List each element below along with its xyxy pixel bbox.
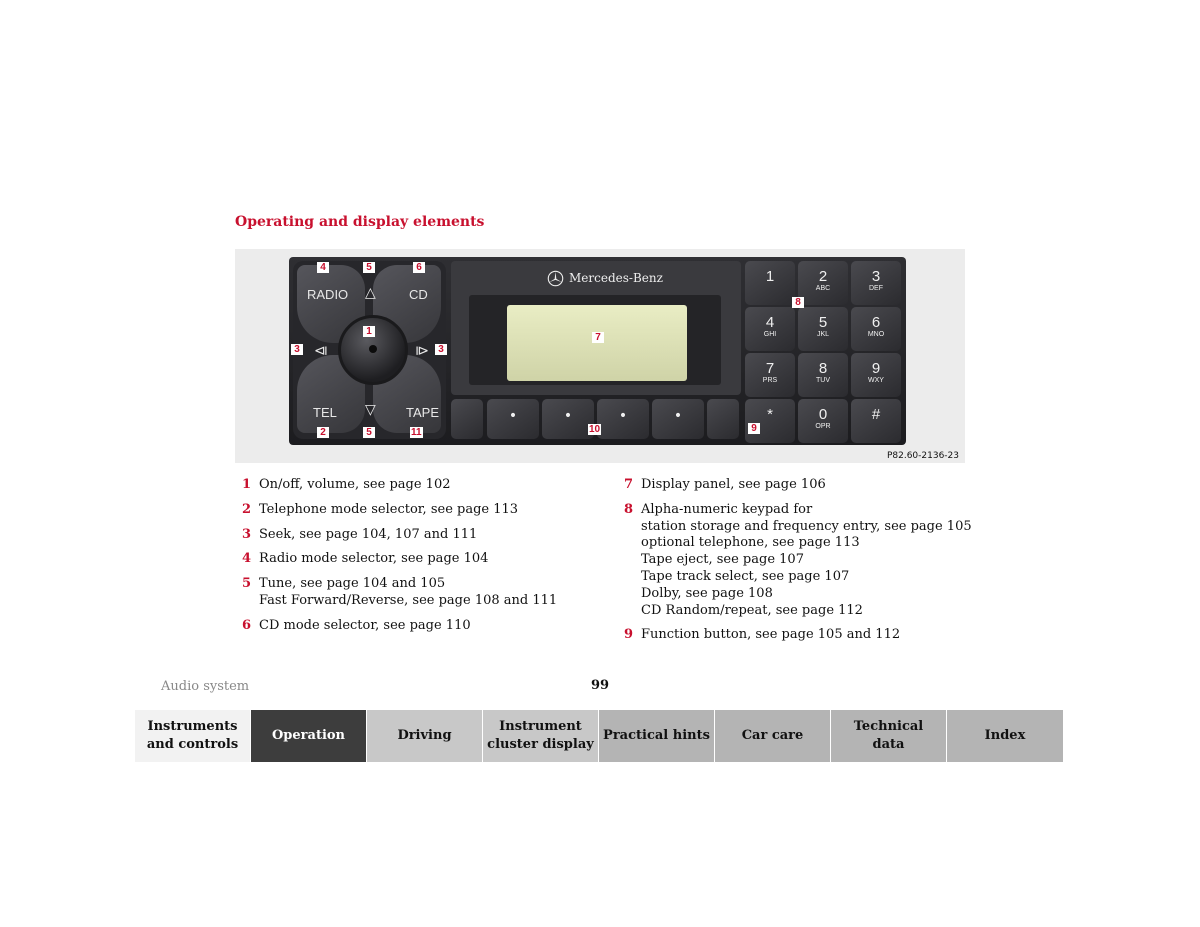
lcd-display	[507, 305, 687, 381]
callout-10: 10	[588, 424, 602, 435]
display-area: Mercedes-Benz	[451, 261, 741, 395]
key-hash[interactable]: #	[851, 399, 901, 443]
callout-4: 4	[317, 262, 329, 273]
tab-car-care[interactable]: Car care	[715, 710, 831, 762]
tune-up-icon[interactable]: △	[365, 285, 376, 301]
soft-button-4[interactable]: •	[652, 399, 704, 439]
tab-operation[interactable]: Operation	[251, 710, 367, 762]
tune-down-icon[interactable]: ▽	[365, 402, 376, 418]
legend-item-8: 8 Alpha-numeric keypad for station stora…	[624, 501, 972, 618]
mercedes-star-icon	[547, 270, 564, 287]
callout-11: 11	[410, 427, 423, 438]
seek-back-icon[interactable]: ⧏	[314, 343, 328, 359]
soft-button-blank-right[interactable]	[707, 399, 739, 439]
callout-2: 2	[317, 427, 329, 438]
soft-button-2[interactable]: •	[542, 399, 594, 439]
soft-button-3[interactable]: •	[597, 399, 649, 439]
tel-button-label: TEL	[313, 405, 337, 420]
callout-3-right: 3	[435, 344, 447, 355]
tab-index[interactable]: Index	[947, 710, 1063, 762]
soft-button-blank-left[interactable]	[451, 399, 483, 439]
brand-name: Mercedes-Benz	[569, 271, 663, 285]
callout-9: 9	[748, 423, 760, 434]
seek-forward-icon[interactable]: ⧐	[415, 343, 429, 359]
control-cluster: RADIO CD TEL TAPE △ ▽ ⧏ ⧐	[293, 261, 446, 439]
tape-button-label: TAPE	[406, 405, 439, 420]
footer-section-label: Audio system	[161, 679, 250, 694]
callout-6: 6	[413, 262, 425, 273]
radio-button-label: RADIO	[307, 287, 349, 302]
cd-button-label: CD	[409, 287, 428, 302]
figure-id: P82.60-2136-23	[886, 451, 959, 461]
page-number: 99	[591, 678, 610, 693]
callout-3-left: 3	[291, 344, 303, 355]
callout-7: 7	[592, 332, 604, 343]
callout-5-top: 5	[363, 262, 375, 273]
key-star[interactable]: *	[745, 399, 795, 443]
radio-unit: RADIO CD TEL TAPE △ ▽ ⧏ ⧐ Mercedes-Benz …	[289, 257, 906, 445]
section-title: Operating and display elements	[235, 214, 485, 230]
tab-driving[interactable]: Driving	[367, 710, 483, 762]
callout-5-bottom: 5	[363, 427, 375, 438]
callout-1: 1	[363, 326, 375, 337]
key-1[interactable]: 1	[745, 261, 795, 305]
soft-button-1[interactable]: •	[487, 399, 539, 439]
knob-center	[369, 345, 377, 353]
radio-figure: RADIO CD TEL TAPE △ ▽ ⧏ ⧐ Mercedes-Benz …	[235, 249, 965, 463]
soft-button-row: • • • •	[451, 399, 743, 441]
tab-practical-hints[interactable]: Practical hints	[599, 710, 715, 762]
callout-8: 8	[792, 297, 804, 308]
